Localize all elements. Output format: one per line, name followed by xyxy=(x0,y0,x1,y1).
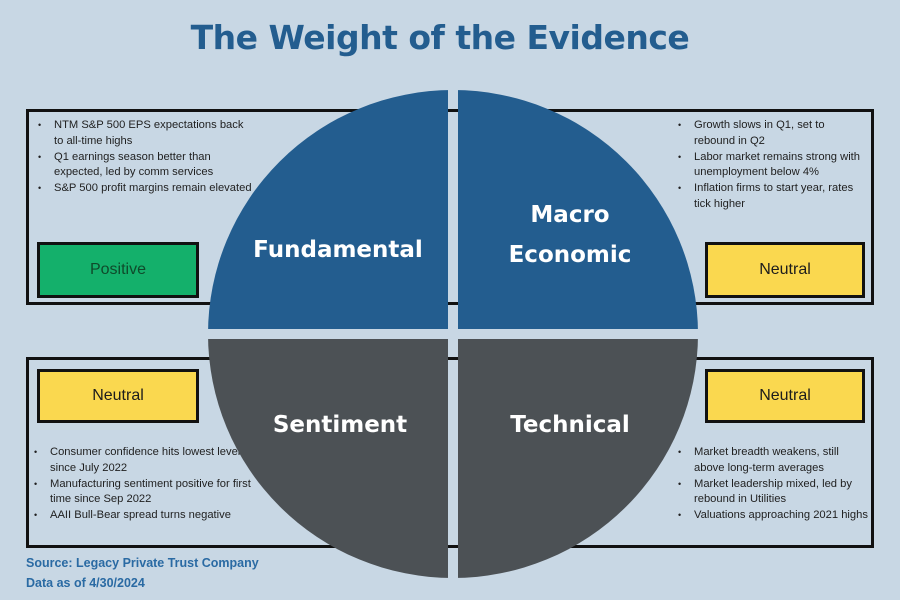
fundamental-quadrant xyxy=(208,90,448,329)
technical-label: Technical xyxy=(510,412,630,438)
quadrant-circle-graphic xyxy=(208,90,698,578)
quadrant-circle xyxy=(208,90,698,578)
bullet-item: Q1 earnings season better than expected,… xyxy=(32,150,252,182)
bullet-item: NTM S&P 500 EPS expectations back to all… xyxy=(32,118,252,150)
bullet-item: Growth slows in Q1, set to rebound in Q2 xyxy=(672,118,868,150)
bullet-item: S&P 500 profit margins remain elevated xyxy=(32,181,252,197)
macro-status-badge: Neutral xyxy=(705,242,865,298)
bullet-item: Inflation firms to start year, rates tic… xyxy=(672,181,868,213)
macro-label-line1: Macro xyxy=(530,202,610,228)
bullet-item: Labor market remains strong with unemplo… xyxy=(672,150,868,182)
bullet-item: Valuations approaching 2021 highs xyxy=(672,508,868,524)
bullet-item: Market breadth weakens, still above long… xyxy=(672,445,868,477)
bullet-item: AAII Bull-Bear spread turns negative xyxy=(28,508,268,524)
bullet-item: Market leadership mixed, led by rebound … xyxy=(672,477,868,509)
fundamental-bullets: NTM S&P 500 EPS expectations back to all… xyxy=(32,118,252,197)
data-date-text: Data as of 4/30/2024 xyxy=(26,576,145,590)
sentiment-quadrant xyxy=(208,339,448,578)
technical-status-badge: Neutral xyxy=(705,369,865,423)
technical-quadrant xyxy=(458,339,698,578)
source-text: Source: Legacy Private Trust Company xyxy=(26,556,259,570)
bullet-item: Consumer confidence hits lowest level si… xyxy=(28,445,268,477)
macro-label-line2: Economic xyxy=(508,242,632,268)
macro-economic-label: Macro Economic xyxy=(500,195,640,275)
fundamental-status-badge: Positive xyxy=(37,242,199,298)
sentiment-status-badge: Neutral xyxy=(37,369,199,423)
source-footer: Source: Legacy Private Trust Company Dat… xyxy=(26,553,259,593)
bullet-item: Manufacturing sentiment positive for fir… xyxy=(28,477,268,509)
technical-bullets: Market breadth weakens, still above long… xyxy=(672,445,868,524)
fundamental-label: Fundamental xyxy=(253,237,423,263)
macro-bullets: Growth slows in Q1, set to rebound in Q2… xyxy=(672,118,868,213)
sentiment-bullets: Consumer confidence hits lowest level si… xyxy=(28,445,268,524)
page-title: The Weight of the Evidence xyxy=(190,18,690,57)
sentiment-label: Sentiment xyxy=(272,412,408,438)
